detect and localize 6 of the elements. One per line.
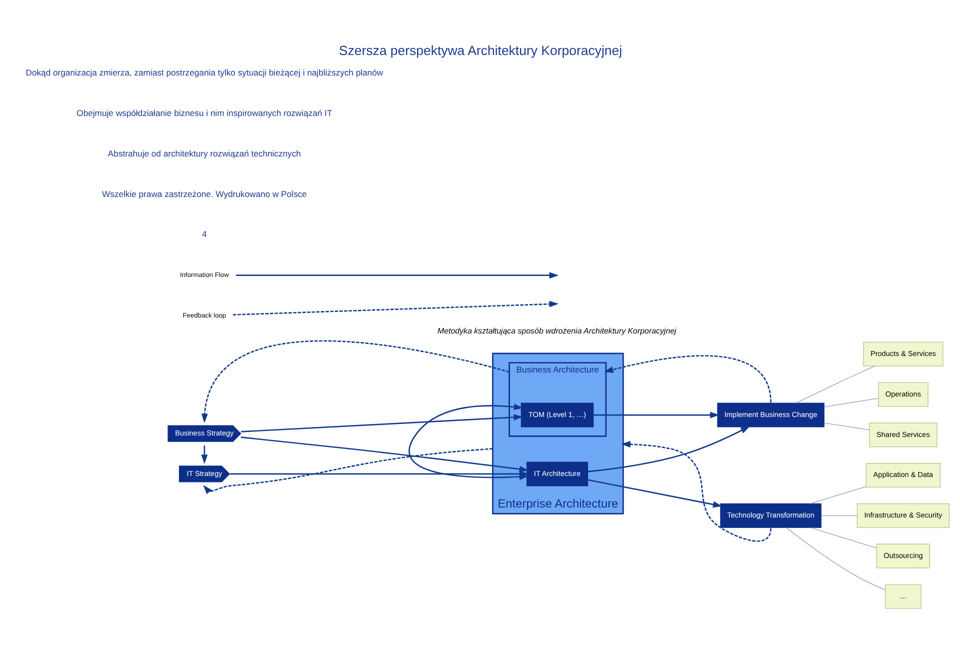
label: Abstrahuje od architektury rozwiązań technicznych bbox=[107, 148, 300, 158]
diagram-title: Szersza perspektywa Architektury Korporacyjnej bbox=[338, 42, 622, 58]
label: 4 bbox=[202, 229, 206, 240]
label: Obejmuje współdziałanie biznesu i nim inspirowanych rozwiązań IT bbox=[76, 108, 332, 118]
label: Dokąd organizacja zmierza, zamiast postrzegania tylko sytuacji bieżącej i najbliższych planów bbox=[25, 68, 383, 78]
label: Wszelkie prawa zastrzeżone. Wydrukowano w Polsce bbox=[102, 188, 306, 199]
